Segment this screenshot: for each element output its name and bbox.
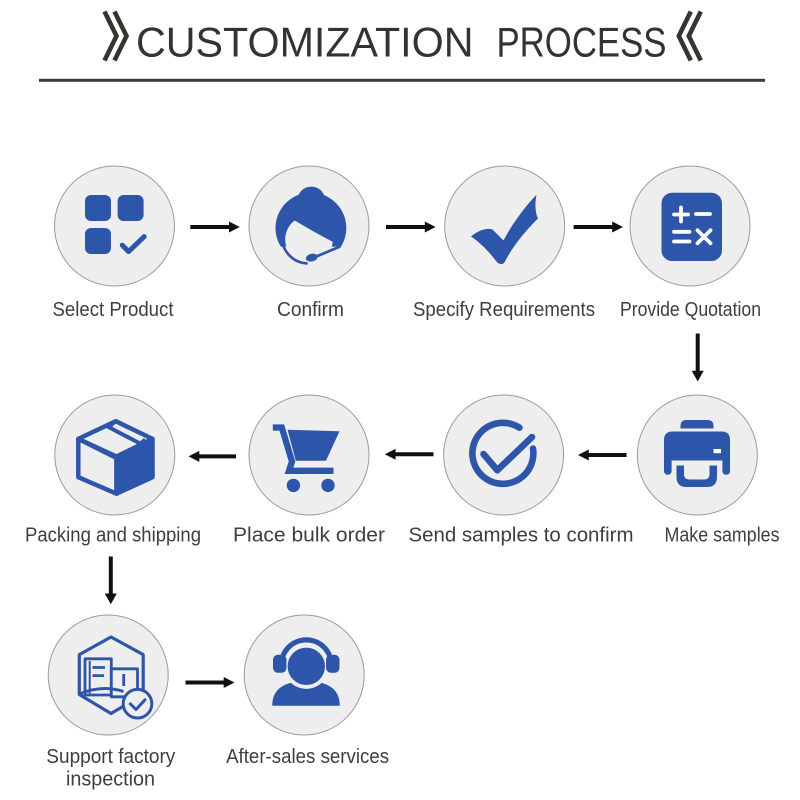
svg-text:Send samples to confirm: Send samples to confirm (409, 524, 634, 547)
svg-text:Confirm: Confirm (277, 298, 344, 321)
svg-text:CUSTOMIZATION: CUSTOMIZATION (136, 19, 474, 66)
svg-text:PROCESS: PROCESS (497, 19, 667, 66)
svg-text:Packing and shipping: Packing and shipping (25, 524, 201, 547)
svg-text:Specify Requirements: Specify Requirements (413, 298, 595, 321)
svg-text:Place bulk order: Place bulk order (233, 524, 385, 547)
svg-text:Provide Quotation: Provide Quotation (620, 298, 761, 321)
svg-text:Make samples: Make samples (665, 524, 780, 547)
svg-text:After-sales services: After-sales services (226, 745, 389, 768)
svg-text:Select Product: Select Product (53, 298, 174, 321)
svg-text:inspection: inspection (66, 768, 155, 791)
svg-text:Support factory: Support factory (46, 745, 176, 768)
